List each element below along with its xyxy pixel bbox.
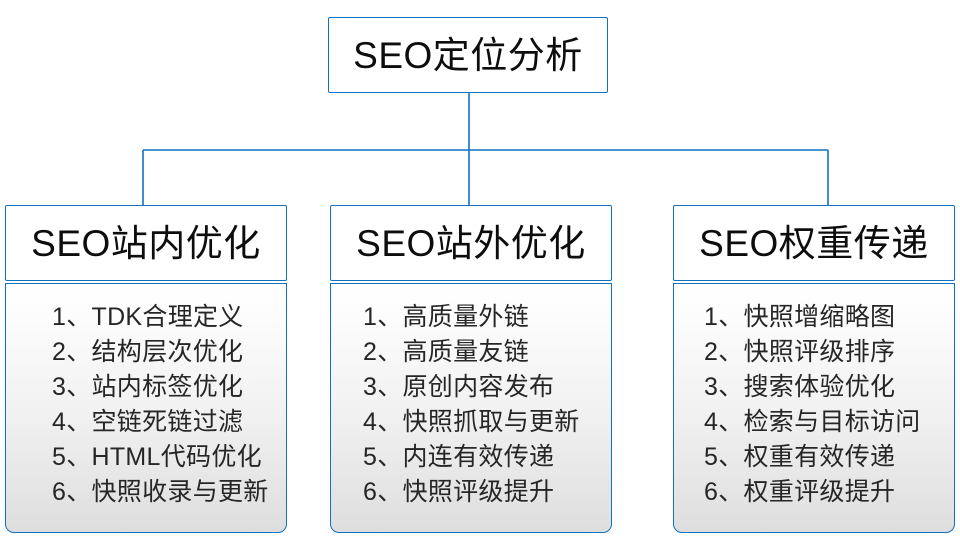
list-item: 3、原创内容发布: [363, 373, 555, 401]
branch-column-2: SEO站外优化 1、高质量外链 2、高质量友链 3、原创内容发布 4、快照抓取与…: [330, 205, 612, 533]
list-item: 4、检索与目标访问: [704, 408, 921, 436]
list-item: 5、HTML代码优化: [52, 443, 262, 471]
list-item: 1、高质量外链: [363, 303, 530, 331]
list-item: 1、快照增缩略图: [704, 303, 896, 331]
branch-header-1[interactable]: SEO站内优化: [5, 205, 287, 281]
branch-list-1: 1、TDK合理定义 2、结构层次优化 3、站内标签优化 4、空链死链过滤 5、H…: [5, 283, 287, 533]
list-item: 6、快照评级提升: [363, 478, 555, 506]
list-item: 4、快照抓取与更新: [363, 408, 580, 436]
list-item: 6、权重评级提升: [704, 478, 896, 506]
branch-title-3: SEO权重传递: [699, 222, 929, 264]
branch-list-2: 1、高质量外链 2、高质量友链 3、原创内容发布 4、快照抓取与更新 5、内连有…: [330, 283, 612, 533]
list-item: 5、权重有效传递: [704, 443, 896, 471]
branch-list-3: 1、快照增缩略图 2、快照评级排序 3、搜索体验优化 4、检索与目标访问 5、权…: [673, 283, 955, 533]
list-item: 3、搜索体验优化: [704, 373, 896, 401]
branch-column-3: SEO权重传递 1、快照增缩略图 2、快照评级排序 3、搜索体验优化 4、检索与…: [673, 205, 955, 533]
list-item: 6、快照收录与更新: [52, 478, 269, 506]
list-item: 5、内连有效传递: [363, 443, 555, 471]
list-item: 3、站内标签优化: [52, 373, 244, 401]
branch-title-1: SEO站内优化: [31, 222, 261, 264]
list-item: 4、空链死链过滤: [52, 408, 244, 436]
branch-header-3[interactable]: SEO权重传递: [673, 205, 955, 281]
branch-header-2[interactable]: SEO站外优化: [330, 205, 612, 281]
list-item: 1、TDK合理定义: [52, 303, 244, 331]
root-node[interactable]: SEO定位分析: [328, 17, 608, 93]
list-item: 2、结构层次优化: [52, 338, 244, 366]
list-item: 2、高质量友链: [363, 338, 530, 366]
root-node-label: SEO定位分析: [353, 34, 583, 76]
list-item: 2、快照评级排序: [704, 338, 896, 366]
branch-column-1: SEO站内优化 1、TDK合理定义 2、结构层次优化 3、站内标签优化 4、空链…: [5, 205, 287, 533]
branch-title-2: SEO站外优化: [356, 222, 586, 264]
